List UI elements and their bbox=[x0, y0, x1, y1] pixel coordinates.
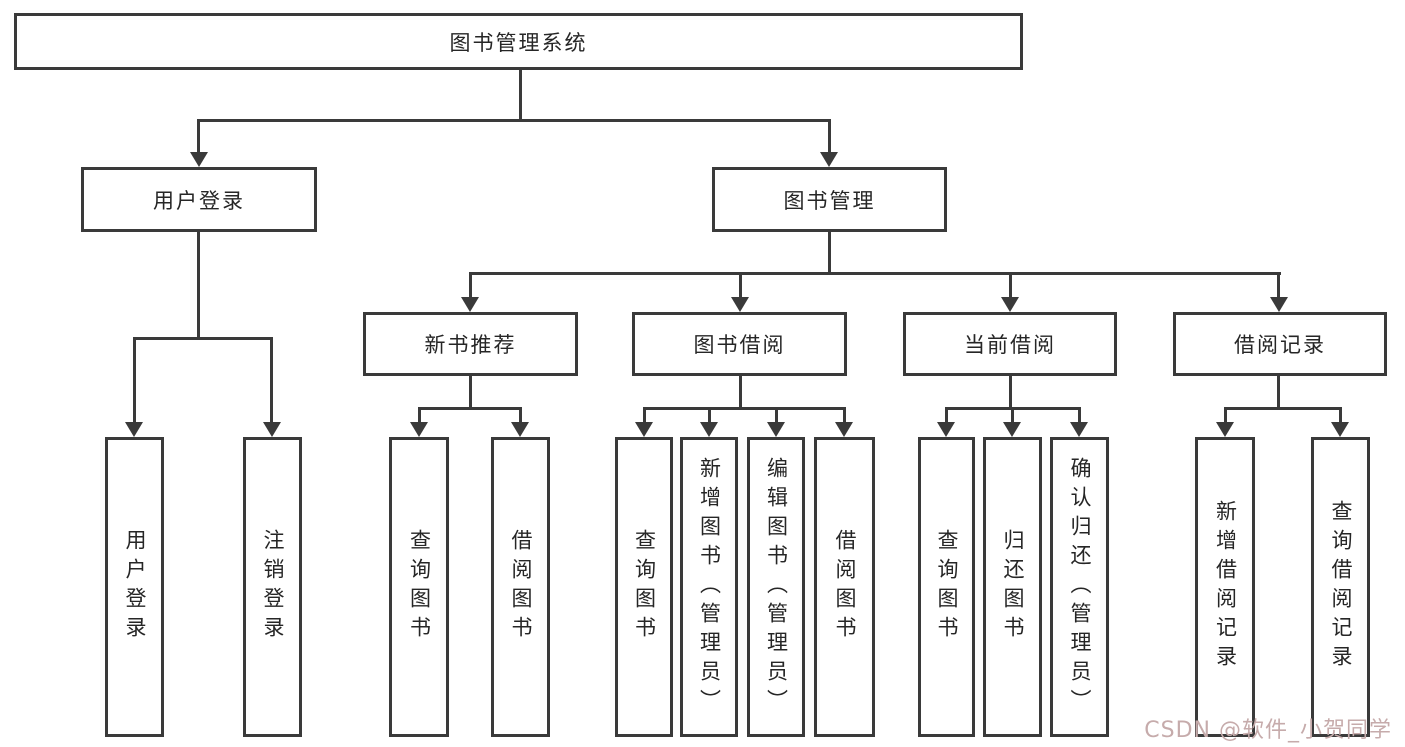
node-leaf-logout: 注销登录 bbox=[243, 437, 302, 737]
arrowhead-down-icon bbox=[767, 422, 785, 437]
connector-line bbox=[1224, 407, 1342, 410]
node-current-borrow-label: 当前借阅 bbox=[964, 333, 1056, 357]
connector-line bbox=[197, 119, 831, 122]
node-rec-query-books: 查询图书 bbox=[389, 437, 449, 737]
connector-line bbox=[1277, 272, 1280, 299]
node-rec-borrow-books: 借阅图书 bbox=[491, 437, 550, 737]
node-cb-return-books-label: 归还图书 bbox=[1001, 529, 1025, 645]
node-cb-query-books: 查询图书 bbox=[918, 437, 975, 737]
node-bb-edit-books: 编辑图书（管理员） bbox=[747, 437, 805, 737]
arrowhead-down-icon bbox=[410, 422, 428, 437]
connector-line bbox=[775, 407, 778, 424]
node-cb-confirm-return-label: 确认归还（管理员） bbox=[1068, 456, 1092, 718]
connector-line bbox=[708, 407, 711, 424]
node-br-add-record-label: 新增借阅记录 bbox=[1213, 500, 1238, 674]
node-cb-query-books-label: 查询图书 bbox=[935, 529, 959, 645]
watermark: CSDN @软件_小贺同学 bbox=[1144, 718, 1392, 743]
node-br-add-record: 新增借阅记录 bbox=[1195, 437, 1255, 737]
connector-line bbox=[1011, 407, 1014, 424]
connector-line bbox=[133, 337, 136, 423]
arrowhead-down-icon bbox=[731, 297, 749, 312]
connector-line bbox=[843, 407, 846, 424]
arrowhead-down-icon bbox=[1216, 422, 1234, 437]
arrowhead-down-icon bbox=[461, 297, 479, 312]
connector-line bbox=[197, 119, 200, 154]
arrowhead-down-icon bbox=[635, 422, 653, 437]
node-book-borrow: 图书借阅 bbox=[632, 312, 847, 376]
connector-line bbox=[519, 407, 522, 424]
node-leaf-logout-label: 注销登录 bbox=[261, 529, 285, 645]
node-rec-query-books-label: 查询图书 bbox=[407, 529, 432, 645]
arrowhead-down-icon bbox=[820, 152, 838, 167]
connector-line bbox=[1339, 407, 1342, 424]
node-book-mgmt: 图书管理 bbox=[712, 167, 947, 232]
node-bb-add-books-label: 新增图书（管理员） bbox=[697, 456, 722, 718]
node-bb-query-books: 查询图书 bbox=[615, 437, 673, 737]
arrowhead-down-icon bbox=[835, 422, 853, 437]
node-root-label: 图书管理系统 bbox=[449, 30, 588, 55]
node-leaf-user-login-label: 用户登录 bbox=[123, 529, 147, 645]
node-bb-borrow-books: 借阅图书 bbox=[814, 437, 875, 737]
node-book-borrow-label: 图书借阅 bbox=[693, 333, 786, 357]
connector-line bbox=[519, 70, 522, 121]
arrowhead-down-icon bbox=[1003, 422, 1021, 437]
connector-line bbox=[133, 337, 273, 340]
connector-line bbox=[270, 337, 273, 423]
arrowhead-down-icon bbox=[511, 422, 529, 437]
node-rec-borrow-books-label: 借阅图书 bbox=[509, 529, 533, 645]
connector-line bbox=[643, 407, 846, 410]
connector-line bbox=[1009, 272, 1012, 299]
node-bb-edit-books-label: 编辑图书（管理员） bbox=[764, 456, 789, 718]
arrowhead-down-icon bbox=[263, 422, 281, 437]
connector-line bbox=[418, 407, 421, 424]
node-cb-confirm-return: 确认归还（管理员） bbox=[1050, 437, 1109, 737]
node-new-book-rec-label: 新书推荐 bbox=[424, 333, 517, 357]
arrowhead-down-icon bbox=[700, 422, 718, 437]
node-br-query-record: 查询借阅记录 bbox=[1311, 437, 1370, 737]
connector-line bbox=[739, 272, 742, 299]
node-root: 图书管理系统 bbox=[14, 13, 1023, 70]
connector-line bbox=[469, 272, 1281, 275]
node-borrow-records-label: 借阅记录 bbox=[1234, 333, 1326, 357]
connector-line bbox=[197, 232, 200, 339]
node-br-query-record-label: 查询借阅记录 bbox=[1329, 500, 1353, 674]
node-cb-return-books: 归还图书 bbox=[983, 437, 1042, 737]
connector-line bbox=[469, 272, 472, 299]
arrowhead-down-icon bbox=[190, 152, 208, 167]
arrowhead-down-icon bbox=[1070, 422, 1088, 437]
connector-line bbox=[1224, 407, 1227, 424]
connector-line bbox=[418, 407, 522, 410]
connector-line bbox=[828, 232, 831, 274]
node-bb-borrow-books-label: 借阅图书 bbox=[833, 529, 857, 645]
connector-line bbox=[739, 376, 742, 409]
connector-line bbox=[1078, 407, 1081, 424]
arrowhead-down-icon bbox=[1270, 297, 1288, 312]
node-bb-query-books-label: 查询图书 bbox=[632, 529, 657, 645]
node-book-mgmt-label: 图书管理 bbox=[783, 188, 876, 213]
node-current-borrow: 当前借阅 bbox=[903, 312, 1117, 376]
arrowhead-down-icon bbox=[1001, 297, 1019, 312]
arrowhead-down-icon bbox=[1331, 422, 1349, 437]
node-bb-add-books: 新增图书（管理员） bbox=[680, 437, 738, 737]
node-borrow-records: 借阅记录 bbox=[1173, 312, 1387, 376]
connector-line bbox=[469, 376, 472, 409]
arrowhead-down-icon bbox=[125, 422, 143, 437]
arrowhead-down-icon bbox=[937, 422, 955, 437]
node-user-login-label: 用户登录 bbox=[153, 188, 245, 213]
connector-line bbox=[828, 119, 831, 154]
connector-line bbox=[643, 407, 646, 424]
node-user-login: 用户登录 bbox=[81, 167, 317, 232]
node-leaf-user-login: 用户登录 bbox=[105, 437, 164, 737]
connector-line bbox=[945, 407, 948, 424]
node-new-book-rec: 新书推荐 bbox=[363, 312, 578, 376]
connector-line bbox=[1009, 376, 1012, 409]
connector-line bbox=[1277, 376, 1280, 409]
